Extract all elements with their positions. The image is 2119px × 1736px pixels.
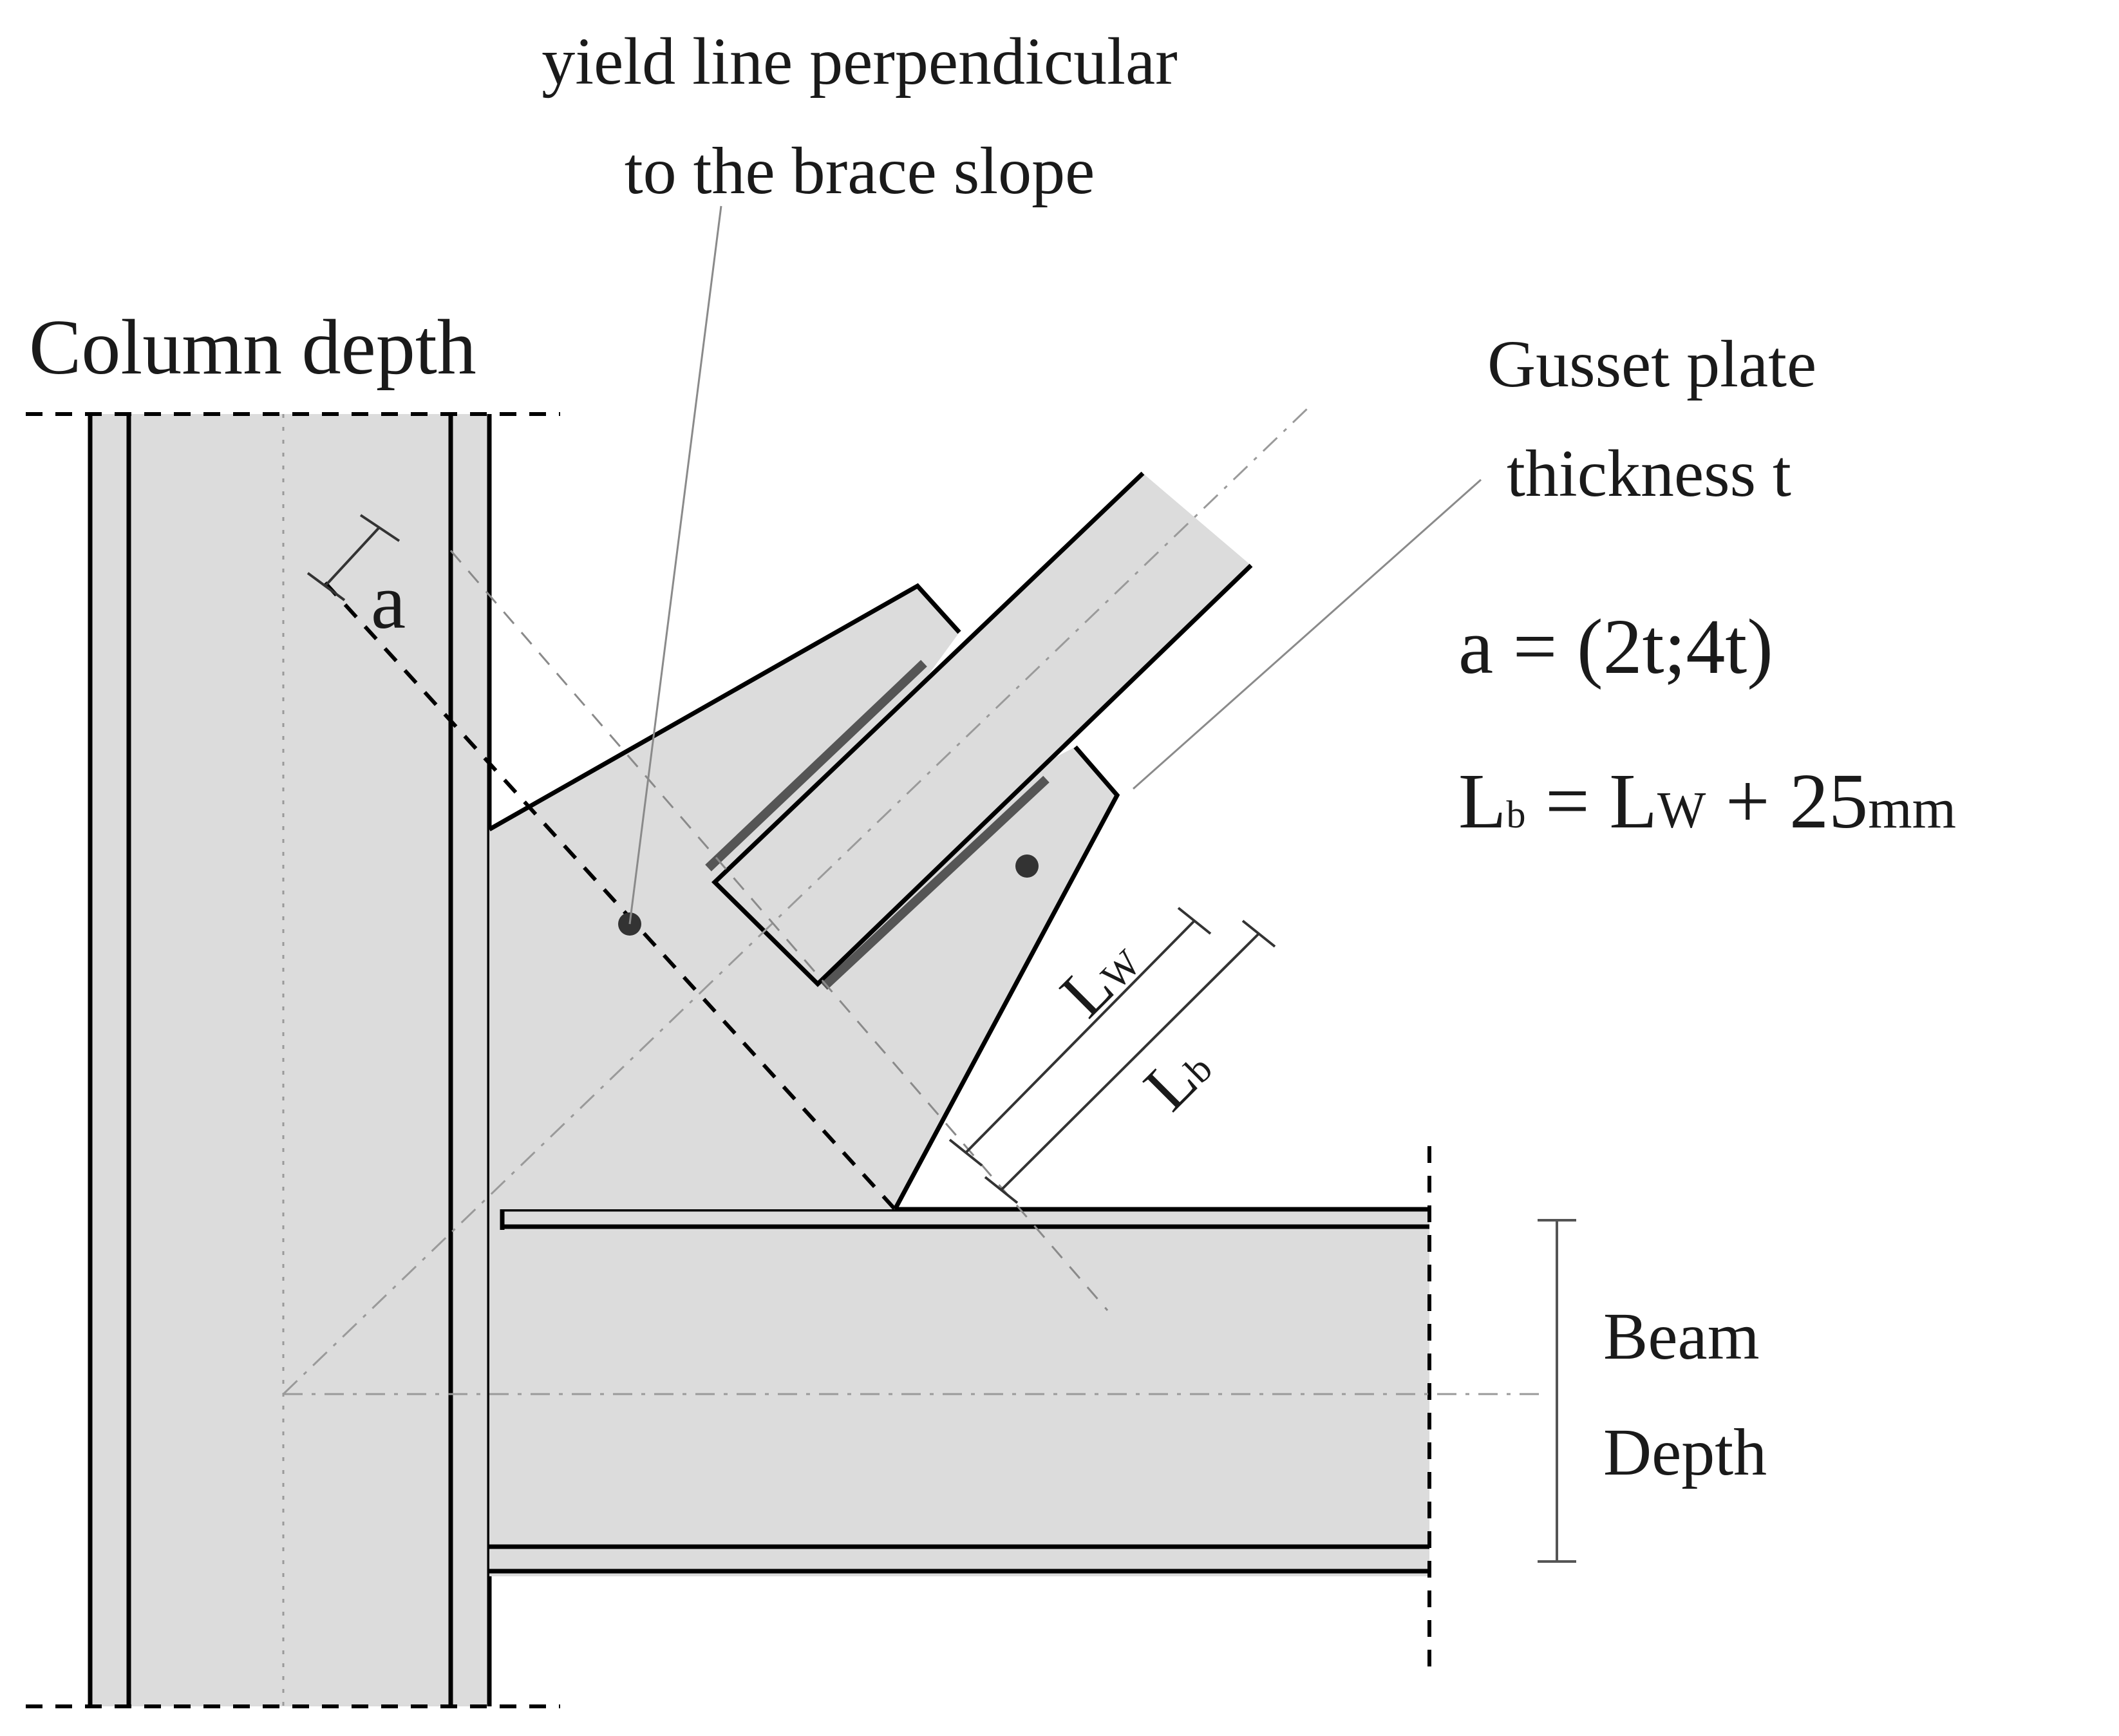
svg-text:Lb: Lb <box>1130 1030 1225 1124</box>
column-depth-label: Column depth <box>29 304 476 391</box>
gusset-edge-projection <box>449 550 1109 1311</box>
weld-lower <box>821 775 1050 990</box>
formula-a: a = (2t;4t) <box>1458 603 1773 690</box>
brace-centerline <box>282 408 1308 1395</box>
gusset-leader <box>1133 478 1482 790</box>
yield-line-leader <box>628 205 722 925</box>
beam-depth-label-line1: Beam <box>1603 1299 1760 1373</box>
yield-lines <box>323 550 1109 1311</box>
yield-line-dashed <box>323 581 897 1211</box>
dimension-a: a <box>306 514 406 645</box>
weld-upper <box>705 659 927 872</box>
dim-a-label: a <box>371 558 406 645</box>
yield-line-label-line2: to the brace slope <box>625 134 1095 208</box>
svg-text:LW: LW <box>1046 924 1154 1032</box>
beam <box>283 1146 1545 1668</box>
gusset-label-line2: thickness t <box>1507 437 1791 511</box>
brace <box>282 408 1308 1395</box>
formula-lb: Lb = LW + 25mm <box>1458 758 1956 845</box>
column <box>26 412 560 1708</box>
beam-depth-label-line2: Depth <box>1603 1415 1767 1489</box>
yield-line-label-line1: yield line perpendicular <box>542 24 1178 99</box>
gusset-label-line1: Gusset plate <box>1487 327 1816 401</box>
gusset-plate-dot <box>1015 854 1039 878</box>
dimension-beam-depth <box>1538 1219 1576 1563</box>
